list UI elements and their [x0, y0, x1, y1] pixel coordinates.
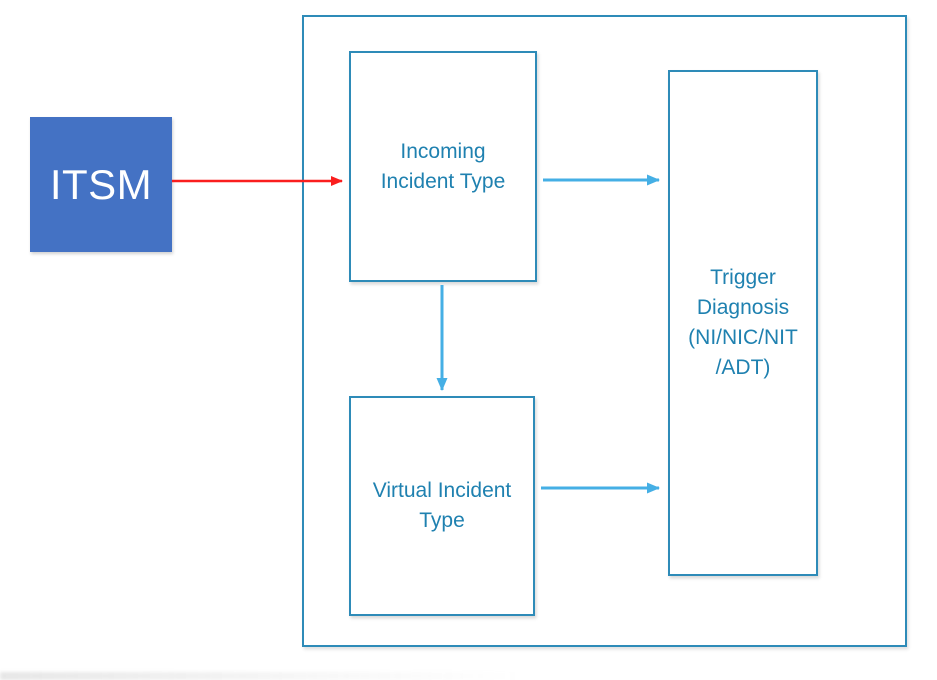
node-virtual-incident-type: Virtual Incident Type: [349, 396, 535, 616]
process-container-box: [302, 15, 907, 647]
bottom-edge-shadow: [0, 672, 520, 680]
node-trigger-diagnosis-label: Trigger Diagnosis (NI/NIC/NIT /ADT): [688, 266, 798, 379]
node-trigger-diagnosis: Trigger Diagnosis (NI/NIC/NIT /ADT): [668, 70, 818, 576]
node-itsm-label: ITSM: [49, 160, 153, 208]
node-incoming-incident-type-label: Incoming Incident Type: [380, 139, 506, 193]
node-itsm: ITSM: [30, 117, 172, 252]
node-incoming-incident-type: Incoming Incident Type: [349, 51, 537, 282]
node-virtual-incident-type-label: Virtual Incident Type: [372, 479, 512, 532]
